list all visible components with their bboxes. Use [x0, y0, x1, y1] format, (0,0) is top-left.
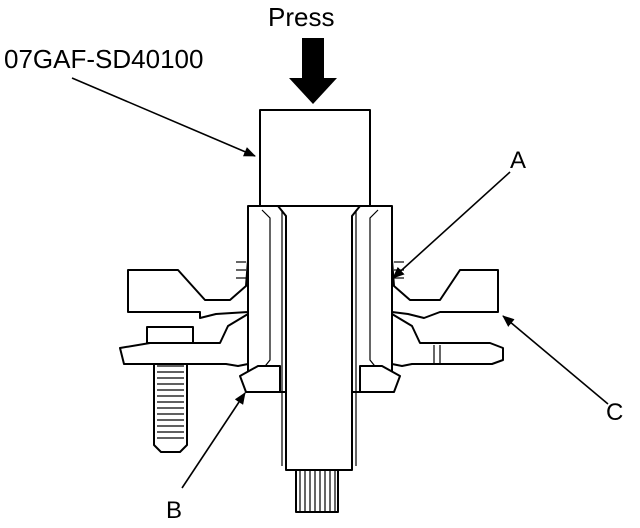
- press-arrow: [289, 38, 337, 104]
- callout-b-label: B: [166, 497, 182, 524]
- callout-a-leader: [392, 171, 511, 279]
- tool-shaft: [277, 205, 361, 471]
- leader-lines: [71, 77, 609, 489]
- knuckle: [127, 259, 499, 319]
- tool-part-number-label: 07GAF-SD40100: [4, 44, 203, 74]
- tool-head: [259, 109, 371, 207]
- callout-c-leader: [502, 315, 609, 405]
- tool-leader: [71, 77, 256, 157]
- press-label: Press: [268, 2, 334, 32]
- callout-b-leader: [181, 392, 246, 489]
- callout-a-label: A: [510, 147, 526, 174]
- callout-c-label: C: [606, 399, 623, 426]
- threaded-end: [295, 469, 339, 513]
